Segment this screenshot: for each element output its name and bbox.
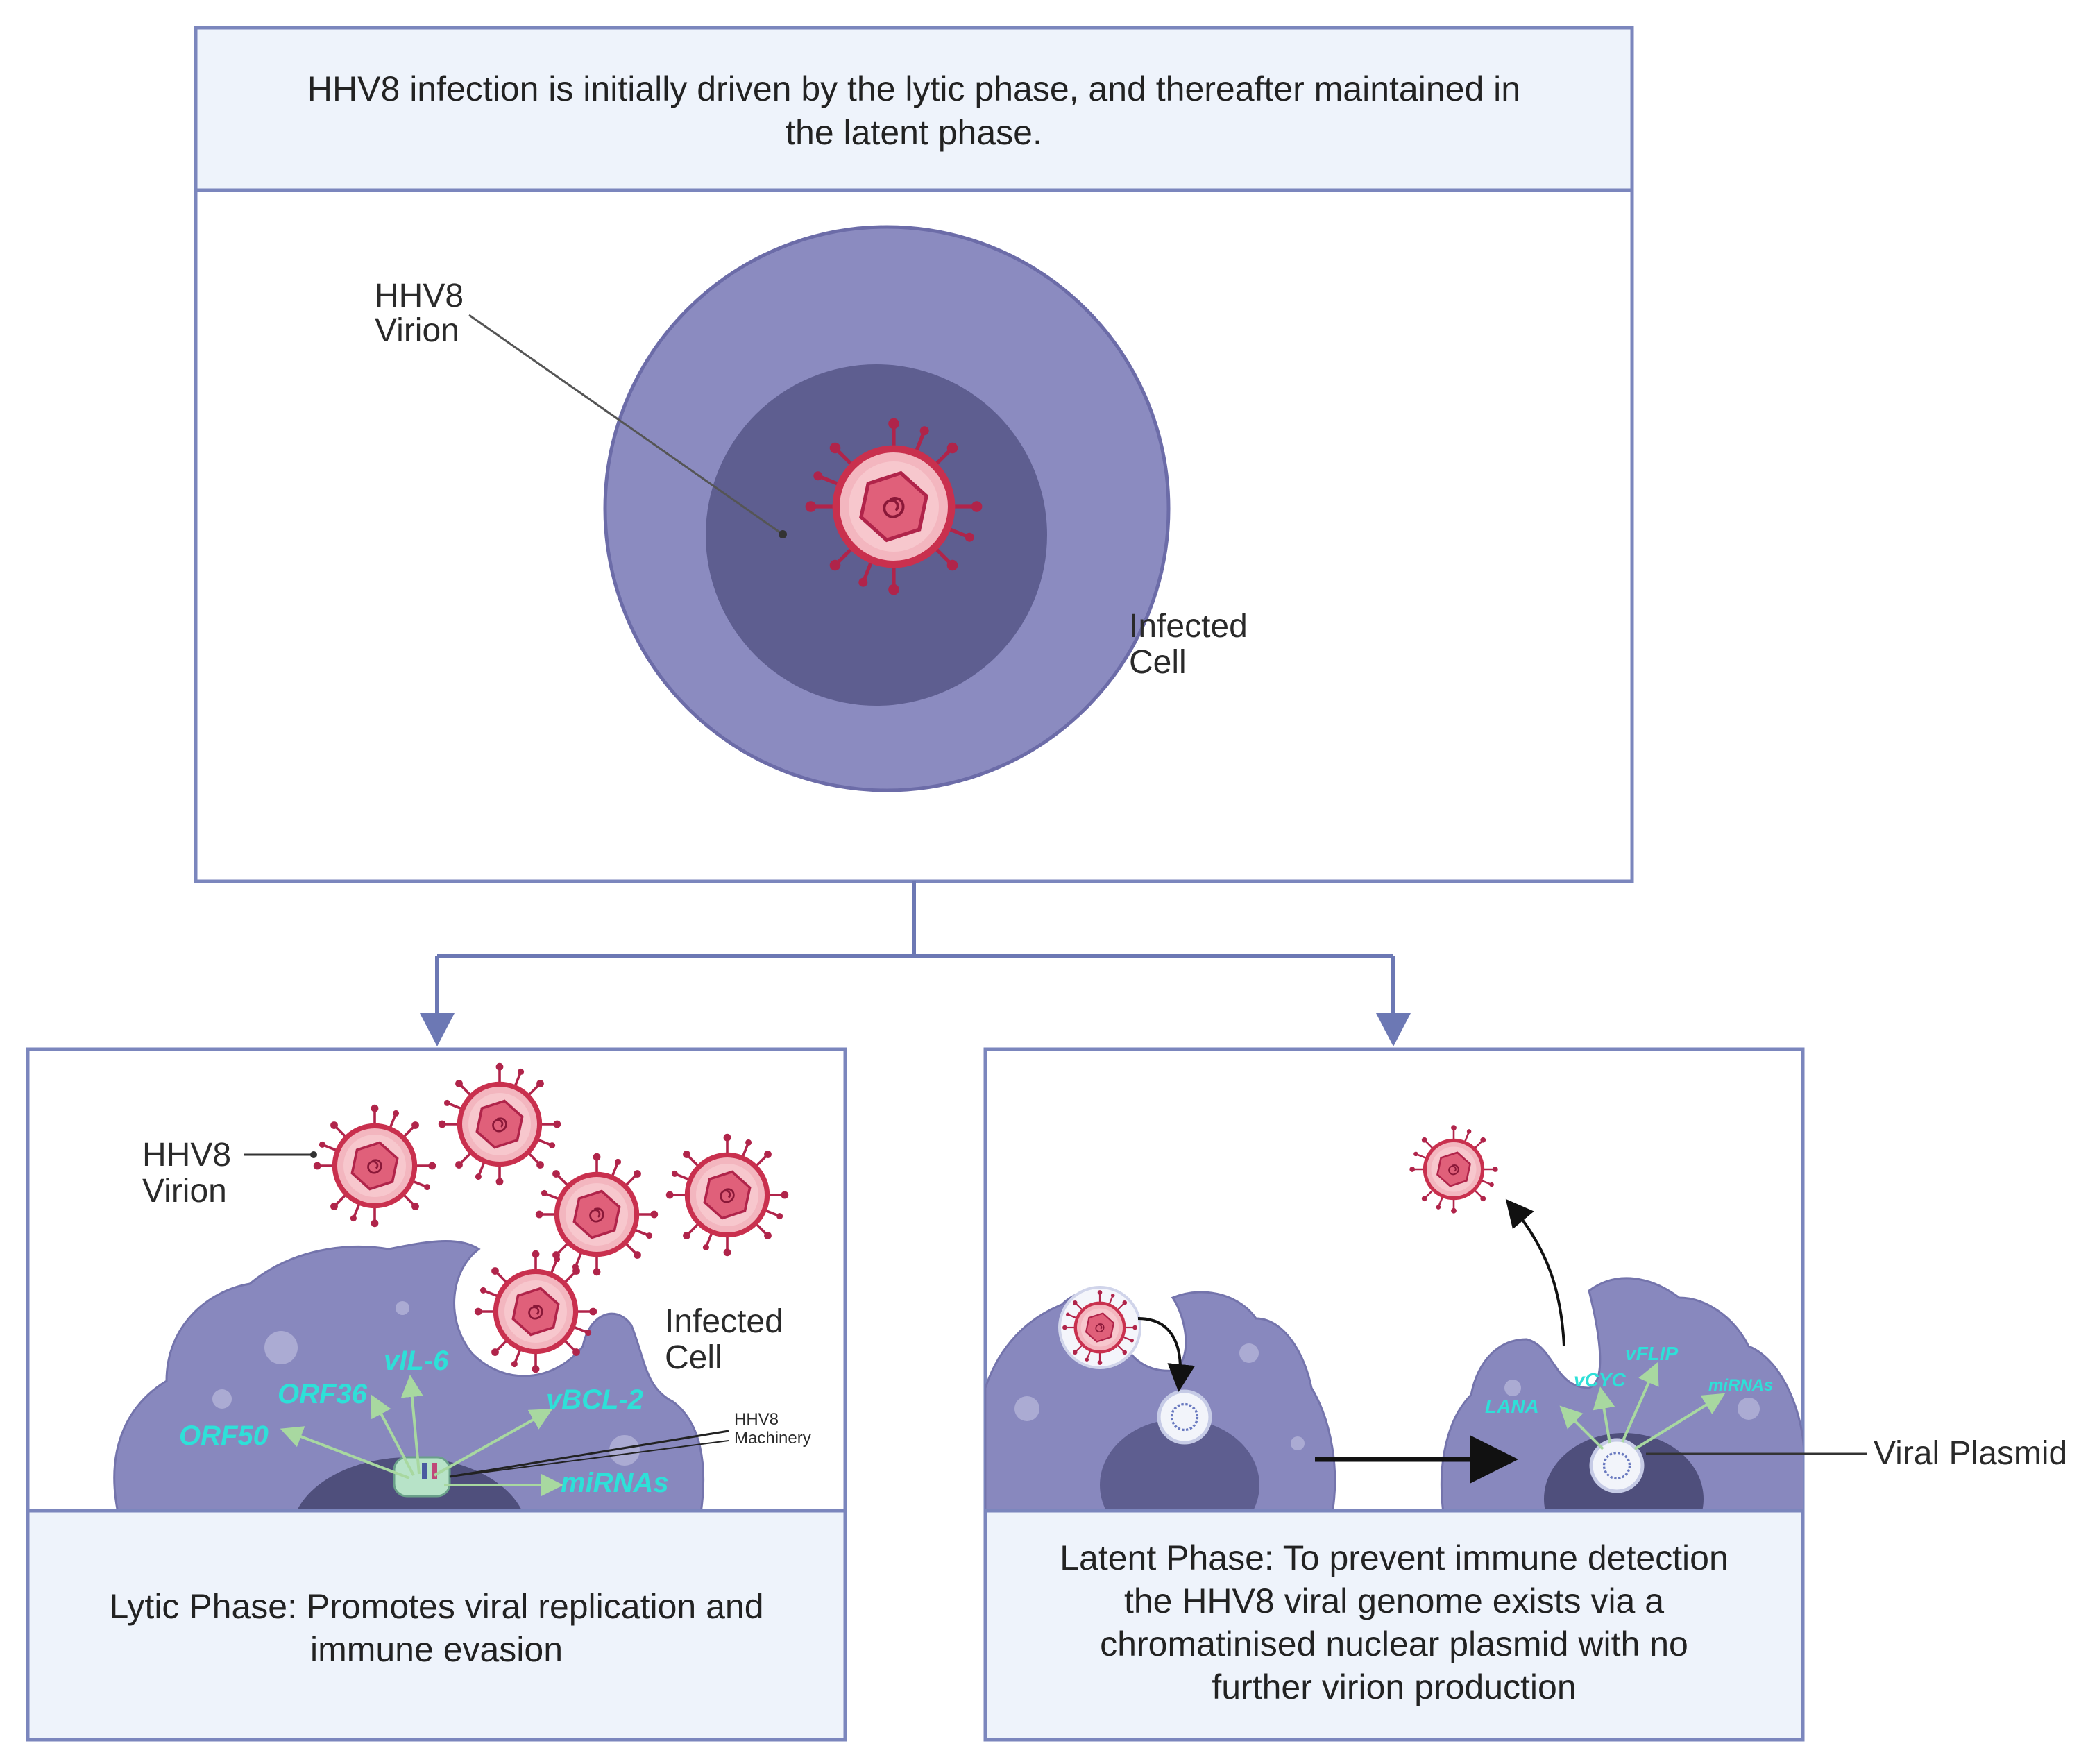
lytic-virion-label-line1: HHV8 [142, 1137, 231, 1173]
lytic-cell-label-line1: Infected [665, 1303, 783, 1340]
top-panel: HHV8 infection is initially driven by th… [194, 26, 1634, 883]
latent-caption-box [983, 1509, 1805, 1742]
top-caption-box [194, 26, 1634, 192]
lytic-virion-2-icon [439, 1063, 561, 1185]
lytic-caption-line1: Lytic Phase: Promotes viral replication … [109, 1587, 763, 1626]
lytic-panel: ORF50 ORF36 vIL-6 vBCL-2 miRNAs HHV8 Mac… [26, 1047, 847, 1742]
top-caption-line1: HHV8 infection is initially driven by th… [307, 69, 1520, 108]
top-cell-label-line1: Infected [1129, 608, 1248, 645]
arrow-down-left-icon [420, 1013, 455, 1046]
latent-released-virion-icon [1409, 1125, 1497, 1213]
lytic-virion-5-icon [475, 1250, 597, 1373]
latent-entering-virion-icon [1062, 1290, 1137, 1365]
latent-plasmid-left-icon [1159, 1391, 1210, 1443]
gene-mirnas-lytic: miRNAs [561, 1468, 669, 1498]
top-caption-line2: the latent phase. [786, 113, 1042, 152]
top-cell-label-line2: Cell [1129, 644, 1187, 681]
latent-caption-line4: further virion production [1212, 1668, 1576, 1706]
lytic-virion-label-line2: Virion [142, 1173, 227, 1210]
latent-panel: LANA vCYC vFLIP miRNAs Viral Plasmid Lat… [983, 1047, 2067, 1742]
gene-lana: LANA [1485, 1396, 1539, 1417]
viral-plasmid-label: Viral Plasmid [1874, 1435, 2067, 1472]
lytic-virion-4-icon [666, 1134, 788, 1256]
top-virion-label-line1: HHV8 [375, 278, 464, 314]
exit-arrow-icon [1505, 1198, 1565, 1347]
gene-mirnas-latent: miRNAs [1708, 1376, 1773, 1395]
gene-vflip: vFLIP [1625, 1343, 1679, 1364]
lytic-caption-line2: immune evasion [310, 1630, 563, 1669]
gene-orf50: ORF50 [179, 1420, 269, 1451]
gene-vcyc: vCYC [1574, 1369, 1626, 1391]
latent-caption-line1: Latent Phase: To prevent immune detectio… [1060, 1538, 1729, 1577]
lytic-cell-label-line2: Cell [665, 1339, 722, 1376]
virion-icon [806, 418, 983, 595]
arrow-down-right-icon [1376, 1013, 1411, 1046]
lytic-caption-box [26, 1509, 847, 1742]
lytic-illustration: ORF50 ORF36 vIL-6 vBCL-2 miRNAs [113, 1239, 729, 1511]
latent-cell-right-icon [1440, 1277, 1803, 1511]
top-virion-label-line2: Virion [375, 312, 459, 349]
gene-vil6: vIL-6 [384, 1346, 449, 1376]
latent-caption-line2: the HHV8 viral genome exists via a [1124, 1581, 1664, 1620]
lytic-virion-3-icon [536, 1153, 658, 1275]
virion-leader-line [468, 314, 783, 536]
gene-orf36: ORF36 [278, 1379, 368, 1409]
branch-connector [420, 881, 1411, 1046]
machinery-label-line2: Machinery [734, 1429, 811, 1448]
gene-vbcl2: vBCL-2 [546, 1384, 643, 1415]
latent-caption-line3: chromatinised nuclear plasmid with no [1100, 1625, 1688, 1663]
lytic-virion-1-icon [314, 1105, 436, 1227]
entry-arrow-icon [1137, 1317, 1196, 1392]
machinery-label-line1: HHV8 [734, 1410, 779, 1429]
